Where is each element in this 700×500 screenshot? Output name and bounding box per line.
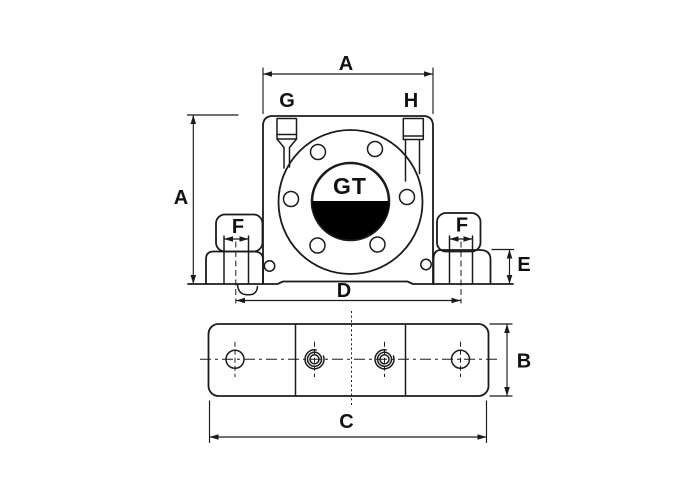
dim-c-label: C <box>339 411 353 433</box>
arrow-left-icon <box>224 236 233 242</box>
port-h-fitting <box>402 117 425 182</box>
base-hole-front-left <box>263 260 276 272</box>
port-h-head <box>402 117 425 141</box>
arrow-down-icon <box>190 275 197 284</box>
dim-b-ticks <box>489 323 513 397</box>
dim-a-height-label: A <box>174 187 188 209</box>
arrow-left-icon <box>449 236 459 242</box>
threaded-hole-thread-arc <box>304 349 325 370</box>
port-g-taper-stem <box>276 138 298 169</box>
housing-outline <box>262 115 434 285</box>
bottom-view: B C <box>200 311 531 443</box>
base-hole-front-right <box>420 258 432 271</box>
dim-d: D <box>236 280 461 304</box>
arrow-right-icon <box>239 236 249 242</box>
arrow-up-icon <box>190 115 197 124</box>
flange-bolt-hole <box>282 190 300 208</box>
dim-b: B <box>489 323 531 397</box>
right-foot-tab <box>436 212 482 253</box>
dim-f-left: F <box>224 216 249 242</box>
dim-c: C <box>208 400 488 443</box>
base-plate-dividers <box>294 323 407 397</box>
arrow-left-icon <box>209 434 219 440</box>
port-g-head <box>276 117 298 140</box>
port-h-stem <box>404 138 421 182</box>
rotor-lower-half-fill <box>312 201 389 240</box>
left-foot-bottom-fillet <box>236 284 259 296</box>
model-label: GT <box>333 173 367 199</box>
arrow-right-icon <box>477 434 487 440</box>
arrow-right-icon <box>451 297 461 304</box>
right-foot-block <box>432 249 492 285</box>
dim-e: E <box>491 248 531 284</box>
port-g-label: G <box>279 90 295 112</box>
flange-bolt-hole <box>398 188 416 206</box>
dim-a-height: A <box>174 114 239 284</box>
arrow-right-icon <box>424 71 433 77</box>
arrow-left-icon <box>263 71 272 77</box>
dim-d-label: D <box>337 280 351 302</box>
right-foot-hole-edges <box>448 235 474 285</box>
arrow-down-icon <box>506 275 513 284</box>
arrow-up-icon <box>504 324 510 333</box>
flange-bolt-hole <box>309 237 326 254</box>
dim-a-width: A <box>262 53 434 114</box>
port-h-label: H <box>404 90 418 112</box>
front-view: GT A <box>174 53 531 304</box>
flange-outer-circle <box>277 129 424 275</box>
arrow-right-icon <box>463 236 473 242</box>
left-foot-block <box>205 250 264 285</box>
left-foot-hole-edges <box>223 235 250 285</box>
arrow-left-icon <box>236 297 245 304</box>
dim-a-width-label: A <box>339 53 353 75</box>
arrow-up-icon <box>506 249 513 259</box>
arrow-down-icon <box>504 387 510 396</box>
dim-c-extensions <box>208 400 488 443</box>
base-plate-outline <box>207 323 490 397</box>
dim-f-right: F <box>449 215 473 242</box>
dim-e-label: E <box>517 254 530 276</box>
hole-crosshairs <box>234 341 461 377</box>
flange-bolt-hole <box>366 140 384 158</box>
threaded-hole-thread-arc <box>374 349 395 370</box>
port-g-fitting <box>276 117 298 169</box>
flange-bolt-hole <box>369 236 386 253</box>
dim-f-left-label: F <box>232 216 244 238</box>
rotor-inner-circle <box>310 161 391 242</box>
dim-a-width-extensions <box>262 67 434 114</box>
dim-f-right-label: F <box>456 215 468 237</box>
dim-b-label: B <box>517 351 531 373</box>
flange-bolt-hole <box>309 143 327 161</box>
